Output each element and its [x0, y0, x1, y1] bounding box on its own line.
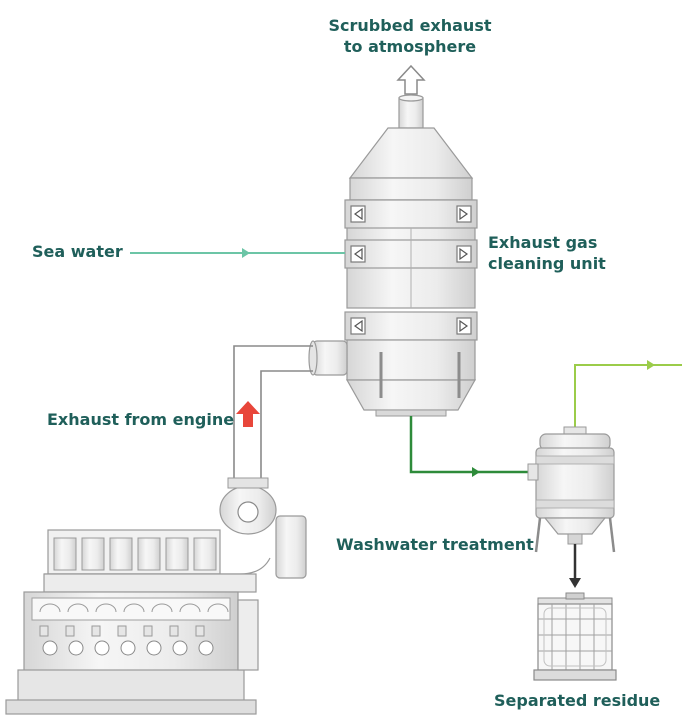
- sea-water-label: Sea water: [32, 242, 123, 261]
- residue-discharge-arrow-icon: [569, 544, 581, 588]
- hot-exhaust-arrow-icon: [236, 401, 260, 427]
- separated-residue-label: Separated residue: [494, 691, 661, 710]
- scrubbed-exhaust-line2: to atmosphere: [343, 37, 477, 56]
- washwater-line: [409, 416, 528, 477]
- residue-container: [533, 592, 617, 681]
- scrubbed-exhaust-line1: Scrubbed exhaust: [328, 16, 492, 35]
- scrubbed-exhaust-label: Scrubbed exhaust to atmosphere: [325, 15, 495, 57]
- exhaust-from-engine-label: Exhaust from engine: [47, 410, 235, 429]
- exhaust-gas-cleaning-unit-label: Exhaust gas cleaning unit: [488, 232, 606, 274]
- washwater-treatment-unit: [527, 426, 616, 553]
- exhaust-gas-line1: Exhaust gas: [488, 233, 598, 252]
- exhaust-duct: [233, 345, 313, 480]
- exhaust-gas-line2: cleaning unit: [488, 254, 606, 273]
- exhaust-gas-cleaning-unit: [308, 94, 478, 417]
- marine-engine: [5, 477, 307, 715]
- sea-water-line: [130, 248, 345, 258]
- clean-outlet-line: [574, 360, 682, 428]
- washwater-treatment-label: Washwater treatment: [336, 535, 534, 554]
- scrubbed-exhaust-arrow-icon: [396, 64, 426, 95]
